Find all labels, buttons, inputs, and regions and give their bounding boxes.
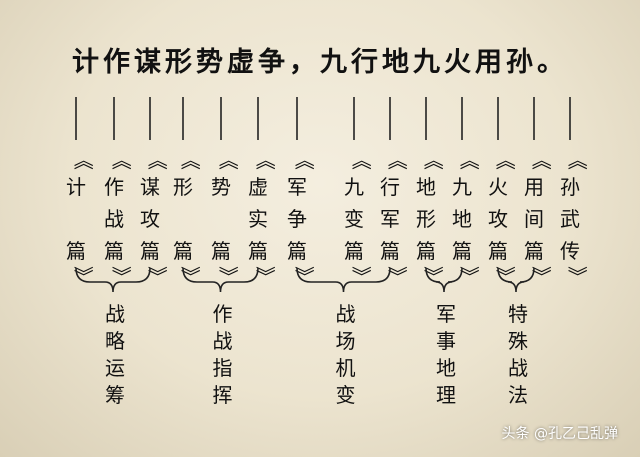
chapter-char: 篇 (488, 239, 508, 263)
open-bracket: 《 (529, 150, 553, 170)
watermark: 头条 @孔乙己乱弹 (501, 426, 618, 442)
close-bracket: 》 (457, 266, 481, 286)
group-label-char: 地 (436, 356, 456, 380)
open-bracket: 《 (253, 150, 277, 170)
group-label-char: 变 (336, 383, 356, 407)
open-bracket: 《 (109, 150, 133, 170)
chapter-char: 篇 (344, 239, 364, 263)
open-bracket: 《 (493, 150, 517, 170)
group-label-char: 场 (336, 329, 356, 353)
group-label-char: 略 (105, 329, 125, 353)
chapter-char: 势 (211, 175, 231, 199)
diagram-title: 计作谋形势虚争，九行地九火用孙。 (72, 47, 568, 78)
close-bracket: 》 (529, 266, 553, 286)
close-bracket: 》 (565, 266, 589, 286)
open-bracket: 《 (457, 150, 481, 170)
chapter-char: 篇 (140, 239, 160, 263)
close-bracket: 》 (216, 266, 240, 286)
group-label-char: 运 (105, 356, 125, 380)
chapter-char: 篇 (287, 239, 307, 263)
chapter-char: 计 (66, 175, 86, 199)
close-bracket: 》 (385, 266, 409, 286)
chapter-char: 篇 (452, 239, 472, 263)
group-label-char: 法 (508, 383, 528, 407)
chapter-char: 篇 (416, 239, 436, 263)
open-bracket: 《 (71, 150, 95, 170)
chapter-char: 武 (560, 207, 580, 231)
group-brace (425, 267, 463, 293)
chapter-char: 九 (344, 175, 364, 199)
chapter-char: 争 (287, 207, 307, 231)
open-bracket: 《 (349, 150, 373, 170)
group-label-char: 战 (105, 302, 125, 326)
chapter-char: 攻 (140, 207, 160, 231)
group-label-char: 机 (336, 356, 356, 380)
open-bracket: 《 (178, 150, 202, 170)
close-bracket: 》 (292, 266, 316, 286)
group-label-char: 军 (436, 302, 456, 326)
chapter-char: 用 (524, 175, 544, 199)
close-bracket: 》 (421, 266, 445, 286)
group-label-char: 战 (336, 302, 356, 326)
close-bracket: 》 (71, 266, 95, 286)
group-label-char: 筹 (105, 383, 125, 407)
close-bracket: 》 (493, 266, 517, 286)
group-brace (75, 267, 151, 293)
chapter-char: 变 (344, 207, 364, 231)
group-label-char: 理 (436, 383, 456, 407)
group-brace (497, 267, 535, 293)
chapter-char: 传 (560, 239, 580, 263)
chapter-char: 间 (524, 207, 544, 231)
chapter-char: 九 (452, 175, 472, 199)
close-bracket: 》 (178, 266, 202, 286)
open-bracket: 《 (421, 150, 445, 170)
open-bracket: 《 (292, 150, 316, 170)
group-label-char: 事 (436, 329, 456, 353)
close-bracket: 》 (145, 266, 169, 286)
chapter-char: 篇 (66, 239, 86, 263)
chapter-char: 谋 (140, 175, 160, 199)
group-label-char: 战 (213, 329, 233, 353)
chapter-char: 地 (452, 207, 472, 231)
group-label-char: 挥 (213, 383, 233, 407)
chapter-char: 孙 (560, 175, 580, 199)
open-bracket: 《 (565, 150, 589, 170)
group-label-char: 特 (508, 302, 528, 326)
chapter-char: 军 (287, 175, 307, 199)
group-label-char: 战 (508, 356, 528, 380)
chapter-char: 篇 (248, 239, 268, 263)
chapter-char: 攻 (488, 207, 508, 231)
open-bracket: 《 (385, 150, 409, 170)
chapter-char: 虚 (248, 175, 268, 199)
chapter-char: 篇 (211, 239, 231, 263)
chapter-char: 篇 (104, 239, 124, 263)
chapter-char: 篇 (380, 239, 400, 263)
close-bracket: 》 (109, 266, 133, 286)
chapter-char: 实 (248, 207, 268, 231)
chapter-char: 篇 (173, 239, 193, 263)
open-bracket: 《 (216, 150, 240, 170)
chapter-char: 形 (173, 175, 193, 199)
chapter-char: 篇 (524, 239, 544, 263)
chapter-char: 形 (416, 207, 436, 231)
close-bracket: 》 (349, 266, 373, 286)
group-brace (182, 267, 259, 293)
group-label-char: 作 (213, 302, 233, 326)
group-label-char: 指 (213, 356, 233, 380)
open-bracket: 《 (145, 150, 169, 170)
close-bracket: 》 (253, 266, 277, 286)
chapter-char: 作 (104, 175, 124, 199)
group-brace (296, 267, 391, 293)
chapter-char: 战 (104, 207, 124, 231)
group-label-char: 殊 (508, 329, 528, 353)
chapter-char: 行 (380, 175, 400, 199)
chapter-char: 地 (416, 175, 436, 199)
chapter-char: 火 (488, 175, 508, 199)
chapter-char: 军 (380, 207, 400, 231)
